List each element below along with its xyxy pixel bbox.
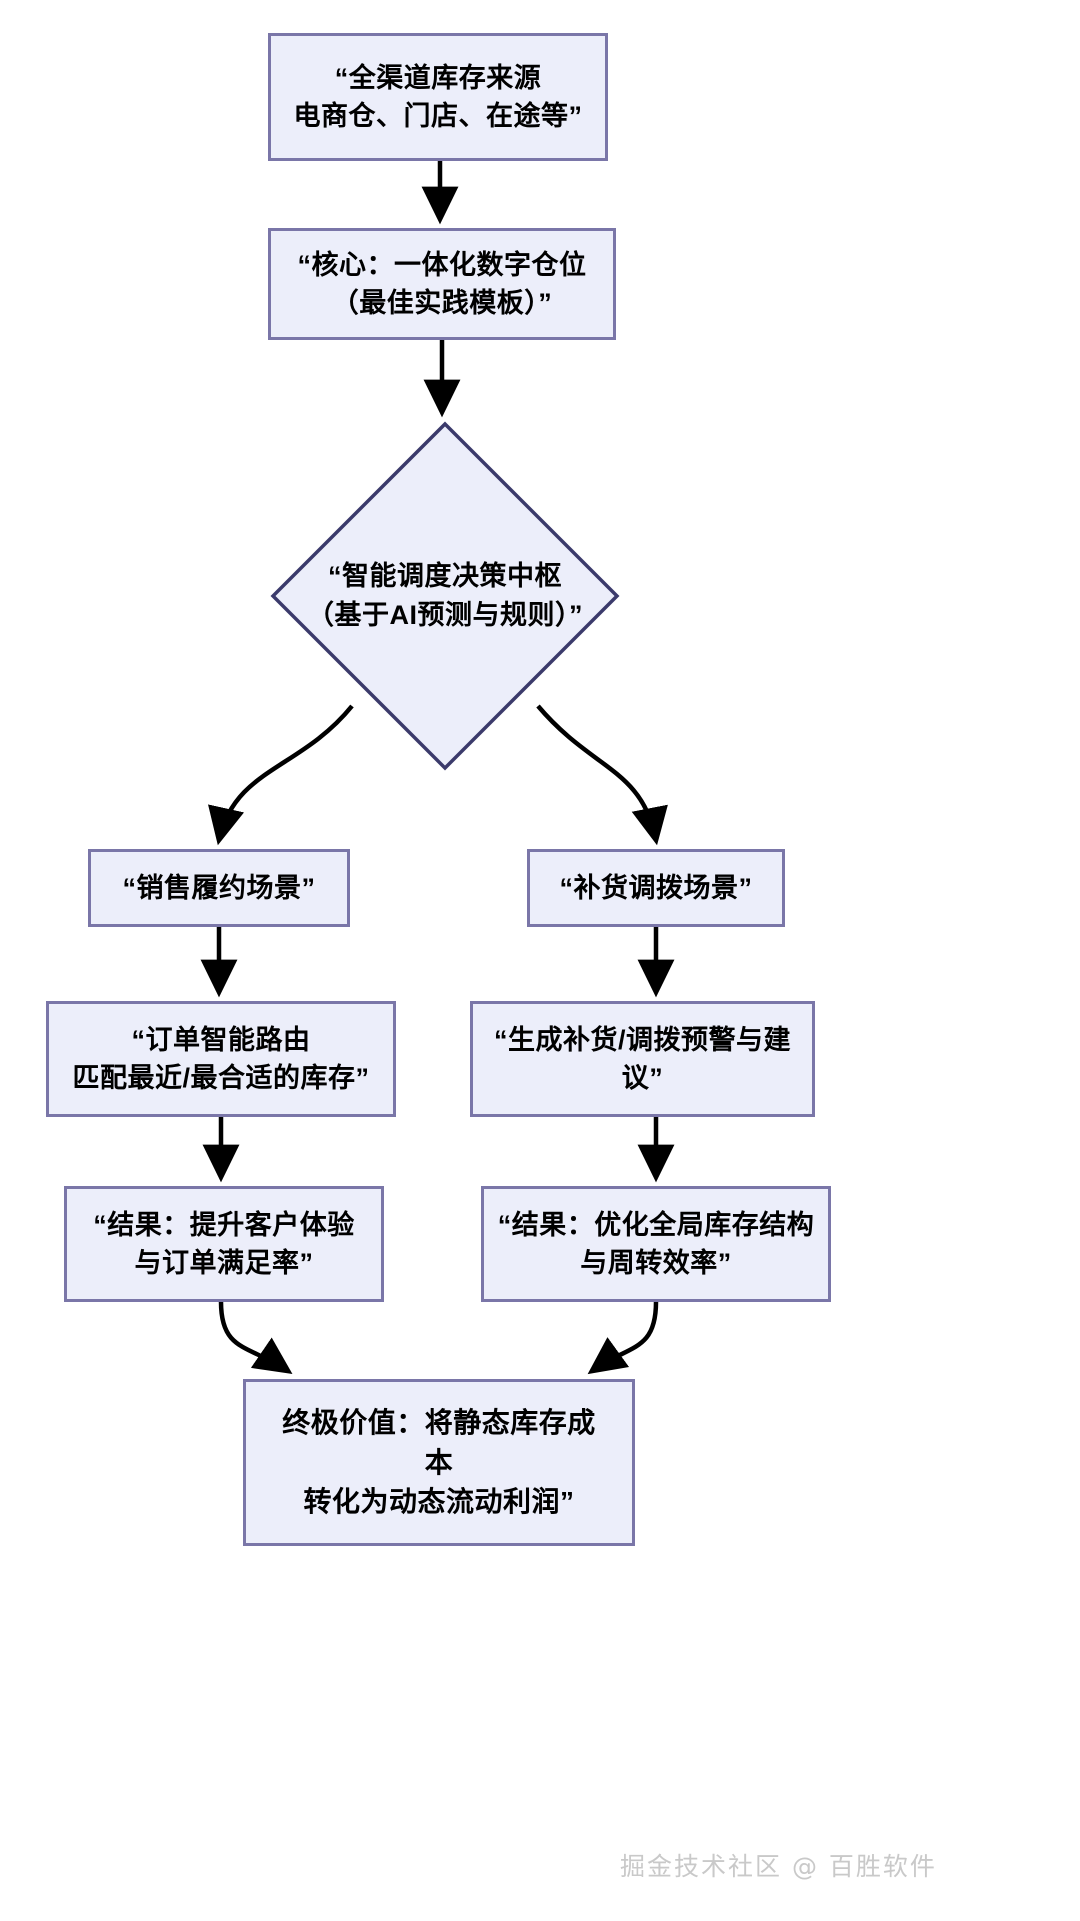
edge-result-left-to-ultimate-value	[218, 1301, 293, 1375]
node-ultimate-value[interactable]: 终极价值：将静态库存成 本 转化为动态流动利润”	[243, 1379, 635, 1546]
node-replenishment-alert-suggestion[interactable]: “生成补货/调拨预警与建 议”	[470, 1001, 815, 1117]
node-decision-label: “智能调度决策中枢 （基于AI预测与规则）”	[307, 560, 583, 630]
node-result-customer-experience[interactable]: “结果：提升客户体验 与订单满足率”	[64, 1186, 384, 1302]
node-core-digital-warehouse-slot[interactable]: “核心：一体化数字仓位 （最佳实践模板）”	[268, 228, 616, 340]
node-omnichannel-inventory-source[interactable]: “全渠道库存来源 电商仓、门店、在途等”	[268, 33, 608, 161]
node-result-inventory-structure[interactable]: “结果：优化全局库存结构 与周转效率”	[481, 1186, 831, 1302]
node-intelligent-dispatch-decision-hub[interactable]: “智能调度决策中枢 （基于AI预测与规则）”	[270, 421, 620, 771]
edge-result-right-to-ultimate-value	[587, 1301, 659, 1375]
node-order-intelligent-routing[interactable]: “订单智能路由 匹配最近/最合适的库存”	[46, 1001, 396, 1117]
node-sales-fulfillment-scenario[interactable]: “销售履约场景”	[88, 849, 350, 927]
diamond-shape-icon	[270, 421, 620, 771]
node-replenishment-transfer-scenario[interactable]: “补货调拨场景”	[527, 849, 785, 927]
watermark-text: 掘金技术社区 @ 百胜软件	[620, 1852, 937, 1881]
